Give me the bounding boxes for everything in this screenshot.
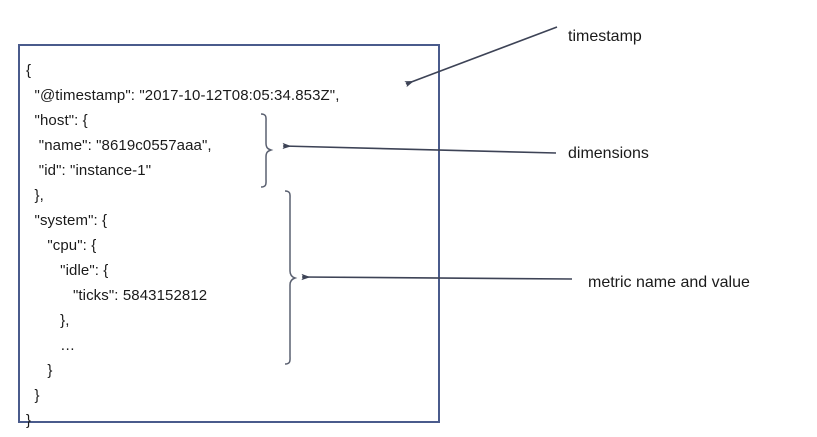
annotation-label-timestamp: timestamp xyxy=(568,28,642,45)
json-document-box xyxy=(18,44,440,423)
annotation-label-metric: metric name and value xyxy=(588,274,750,291)
json-document-code: { "@timestamp": "2017-10-12T08:05:34.853… xyxy=(26,62,340,429)
annotation-label-dimensions: dimensions xyxy=(568,145,649,162)
